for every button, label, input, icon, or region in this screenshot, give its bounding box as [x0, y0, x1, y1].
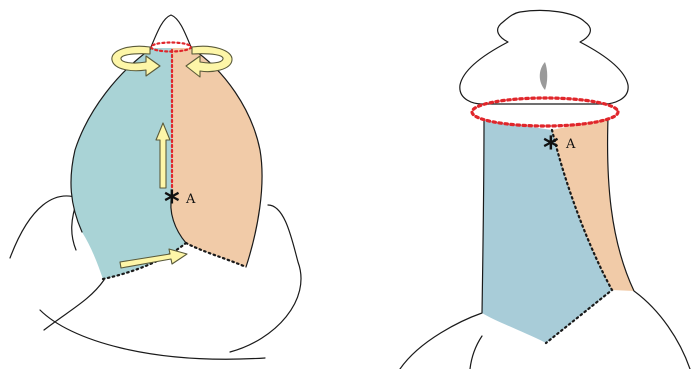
right-meatus	[540, 62, 548, 90]
right-circumferential-incision	[472, 98, 618, 126]
left-panel: * A	[10, 15, 301, 359]
left-glans-outline	[151, 15, 191, 47]
right-point-label: A	[565, 137, 576, 152]
left-flap-orange	[171, 48, 262, 267]
left-point-marker: *	[164, 185, 180, 220]
left-point-label: A	[185, 192, 196, 207]
right-panel: * A	[400, 10, 690, 369]
right-point-marker: *	[543, 131, 559, 166]
right-glans-outline	[460, 10, 628, 104]
left-flap-blue	[71, 48, 186, 279]
